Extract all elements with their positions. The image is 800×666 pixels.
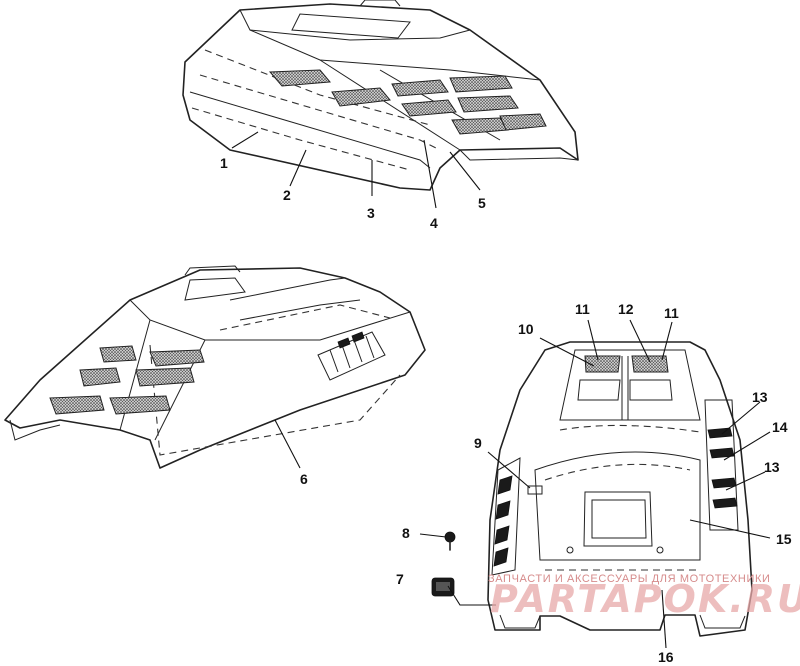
- hood-assembly-middle: [4, 265, 426, 469]
- callout-labels: 1 2 3 4 5 6 7 8 9 10 11 12 11 13 14 13 1…: [220, 155, 792, 665]
- hood-assembly-right: [487, 341, 753, 637]
- callout-16: 16: [658, 649, 674, 665]
- callout-8: 8: [402, 525, 410, 541]
- part-7-grommet: [431, 577, 455, 597]
- callout-13-upper: 13: [752, 389, 768, 405]
- callout-15: 15: [776, 531, 792, 547]
- callout-4: 4: [430, 215, 438, 231]
- callout-11-left: 11: [575, 301, 590, 317]
- hood-assembly-top: [182, 0, 579, 191]
- part-8-screw: [444, 531, 456, 551]
- callout-5: 5: [478, 195, 486, 211]
- callout-11-right: 11: [664, 305, 679, 321]
- callout-9: 9: [474, 435, 482, 451]
- callout-14: 14: [772, 419, 788, 435]
- callout-7: 7: [396, 571, 404, 587]
- callout-13-lower: 13: [764, 459, 780, 475]
- watermark-tagline: ЗАПЧАСТИ И АКСЕССУАРЫ ДЛЯ МОТОТЕХНИКИ: [488, 573, 770, 585]
- callout-3: 3: [367, 205, 375, 221]
- watermark: ЗАПЧАСТИ И АКСЕССУАРЫ ДЛЯ МОТОТЕХНИКИ PA…: [488, 573, 800, 621]
- leader-lines: [231, 131, 771, 649]
- callout-10: 10: [518, 321, 534, 337]
- callout-2: 2: [283, 187, 291, 203]
- watermark-logo: PARTAPOK.RU: [490, 577, 800, 621]
- callout-1: 1: [220, 155, 228, 171]
- callout-6: 6: [300, 471, 308, 487]
- callout-12: 12: [618, 301, 634, 317]
